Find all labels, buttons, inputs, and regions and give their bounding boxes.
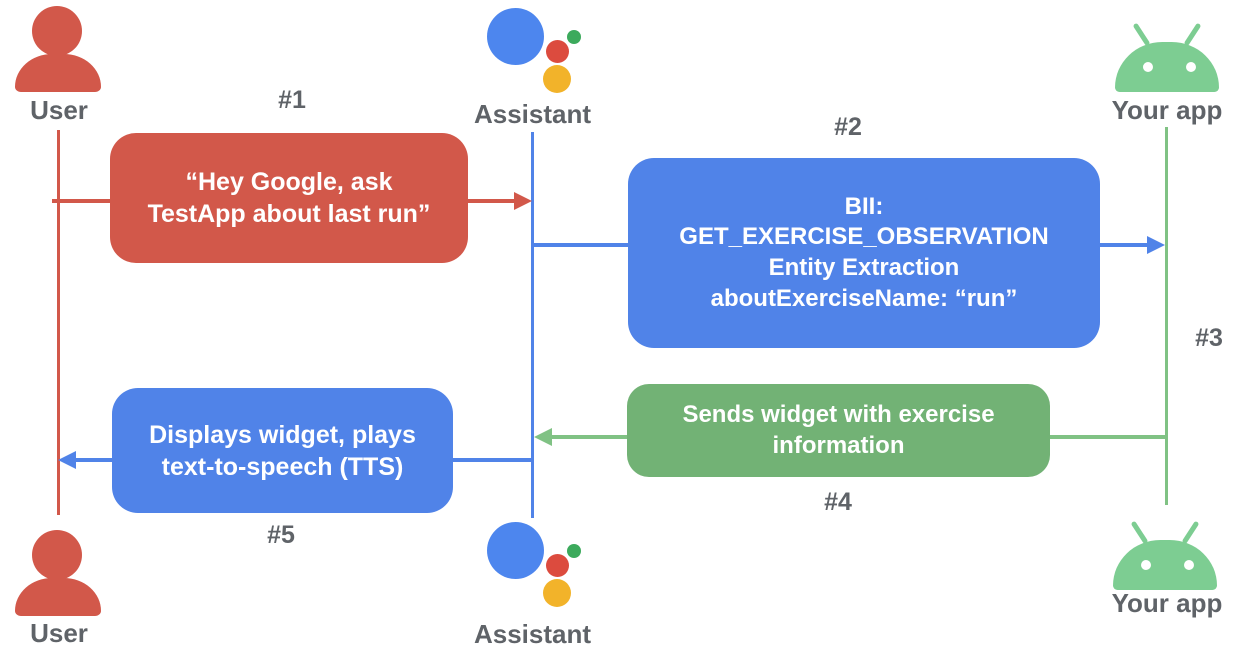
assistant-logo-blue-dot [487,8,544,65]
user-icon-head [32,530,82,580]
message-step5-line1: Displays widget, plays [149,420,416,449]
assistant-logo-red-dot [546,554,569,577]
message-step2-line3: Entity Extraction [768,254,960,281]
message-box-step2: BII: GET_EXERCISE_OBSERVATION Entity Ext… [628,158,1100,348]
connector-step5-from-assistant [453,458,533,462]
android-head [1113,540,1217,590]
connector-step1-from-user [52,199,110,203]
assistant-logo-yellow-dot [543,579,571,607]
actor-label-your-app-bottom: Your app [1111,588,1223,618]
step-label-4: #4 [824,488,852,516]
user-icon-body [15,54,101,92]
lifeline-user [57,130,60,515]
arrowhead-step2-right-icon [1147,236,1165,254]
message-box-step4: Sends widget with exercise information [627,384,1050,477]
android-eye-right [1186,62,1196,72]
step-label-1: #1 [278,86,306,114]
step-label-5: #5 [267,521,295,549]
actor-label-user-bottom: User [30,618,88,648]
message-step4-line1: Sends widget with exercise [682,400,995,428]
connector-step2-to-app [1100,243,1150,247]
message-box-step5: Displays widget, plays text-to-speech (T… [112,388,453,513]
assistant-logo-blue-dot [487,522,544,579]
actor-label-your-app-top: Your app [1111,95,1223,125]
user-icon-bottom [15,530,101,618]
assistant-logo-green-dot [567,30,581,44]
android-icon [1112,18,1222,92]
arrowhead-step1-right-icon [514,192,532,210]
message-step5-line2: text-to-speech (TTS) [161,452,404,481]
assistant-logo-yellow-dot [543,65,571,93]
android-antenna-left [1132,22,1151,47]
android-antenna-left [1130,520,1149,545]
arrowhead-step5-left-icon [58,451,76,469]
lifeline-your-app [1165,127,1168,505]
connector-step1-to-assistant [468,199,516,203]
actor-label-user-top: User [30,95,88,125]
connector-step2-from-assistant [533,243,628,247]
lifeline-assistant [531,132,534,518]
assistant-logo-icon-bottom [480,517,585,609]
message-box-step1: “Hey Google, ask TestApp about last run” [110,133,468,263]
message-step1-line2: TestApp about last run” [147,200,431,228]
user-icon-body [15,578,101,616]
step-label-2: #2 [834,113,862,141]
message-step4-line2: information [772,431,905,459]
user-icon-head [32,6,82,56]
connector-step5-to-user [76,458,112,462]
assistant-logo-green-dot [567,544,581,558]
actor-label-assistant-top: Assistant [473,99,592,129]
android-eye-left [1143,62,1153,72]
actor-label-assistant-bottom: Assistant [473,619,592,649]
assistant-logo-red-dot [546,40,569,63]
assistant-logo-icon [480,3,585,95]
message-step2-line4: aboutExerciseName: “run” [710,284,1018,312]
android-eye-left [1141,560,1151,570]
arrowhead-step4-left-icon [534,428,552,446]
android-antenna-right [1183,22,1202,47]
connector-step4-from-app [1050,435,1166,439]
android-antenna-right [1181,520,1200,545]
connector-step4-to-assistant [552,435,627,439]
message-step2-line2: GET_EXERCISE_OBSERVATION [679,223,1049,251]
message-step2-line1: BII: [844,192,884,220]
message-step1-line1: “Hey Google, ask [185,168,393,196]
user-icon [15,6,101,94]
android-eye-right [1184,560,1194,570]
android-head [1115,42,1219,92]
android-icon-bottom [1110,516,1220,590]
step-label-3: #3 [1195,324,1223,352]
